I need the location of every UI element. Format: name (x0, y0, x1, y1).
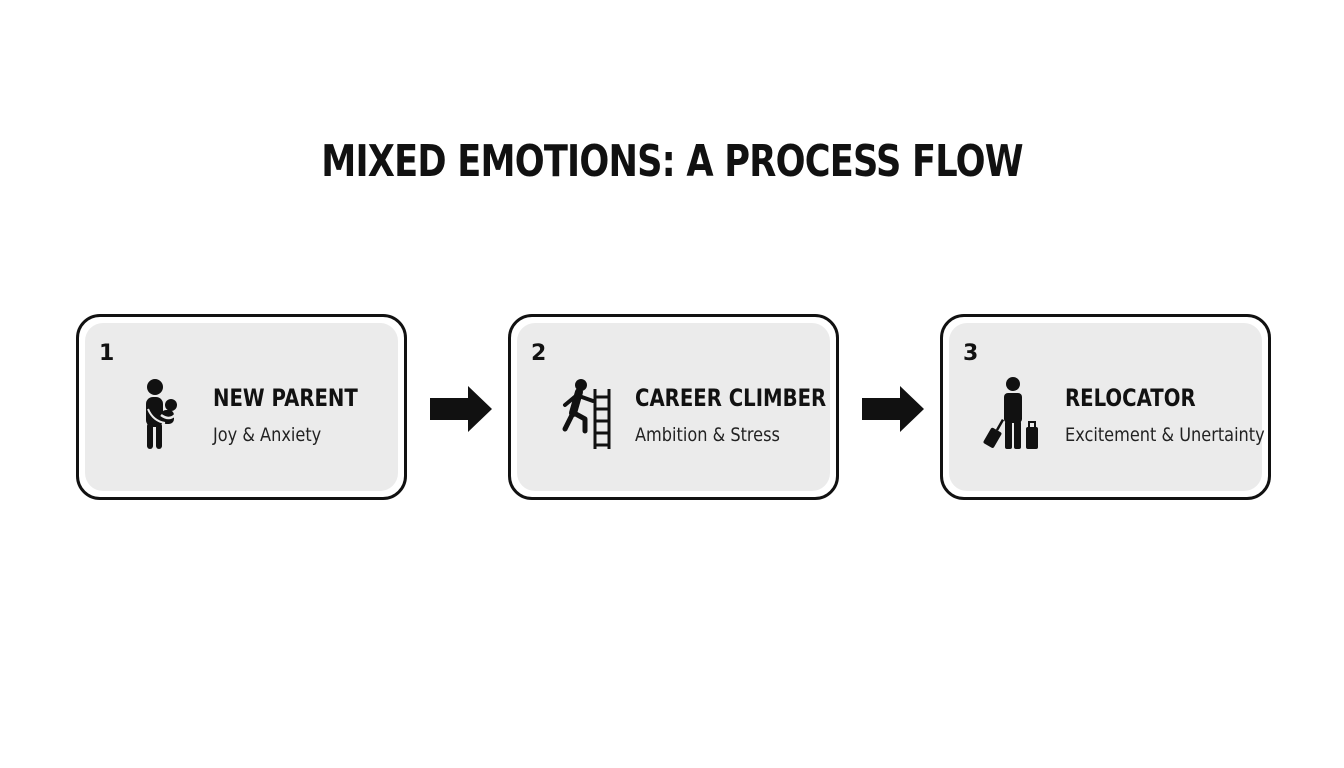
person-climbing-ladder-icon (559, 375, 619, 451)
step-emotions: Joy & Anxiety (213, 424, 322, 446)
step-label: NEW PARENT (213, 384, 358, 412)
step-number: 2 (531, 341, 547, 366)
step-emotions: Ambition & Stress (635, 424, 780, 446)
diagram-title: MIXED EMOTIONS: A PROCESS FLOW (321, 136, 1023, 187)
step-card-career-climber: 2 CAREER CLIMBER Ambition & Stress (508, 314, 839, 500)
step-card-fill: 1 NEW PARENT Joy & Anxiety (85, 323, 398, 491)
step-label: CAREER CLIMBER (635, 384, 827, 412)
step-card-relocator: 3 RELOCATOR Excitement & Unertainty (940, 314, 1271, 500)
step-number: 3 (963, 341, 979, 366)
step-label: RELOCATOR (1065, 384, 1196, 412)
step-number: 1 (99, 341, 115, 366)
step-card-fill: 3 RELOCATOR Excitement & Unertainty (949, 323, 1265, 491)
step-emotions: Excitement & Unertainty (1065, 424, 1265, 446)
flow-arrow-icon (430, 386, 492, 432)
step-card-fill: 2 CAREER CLIMBER Ambition & Stress (517, 323, 830, 491)
flow-arrow-icon (862, 386, 924, 432)
parent-holding-baby-icon (131, 375, 191, 451)
traveler-with-luggage-icon (983, 375, 1043, 451)
step-card-new-parent: 1 NEW PARENT Joy & Anxiety (76, 314, 407, 500)
